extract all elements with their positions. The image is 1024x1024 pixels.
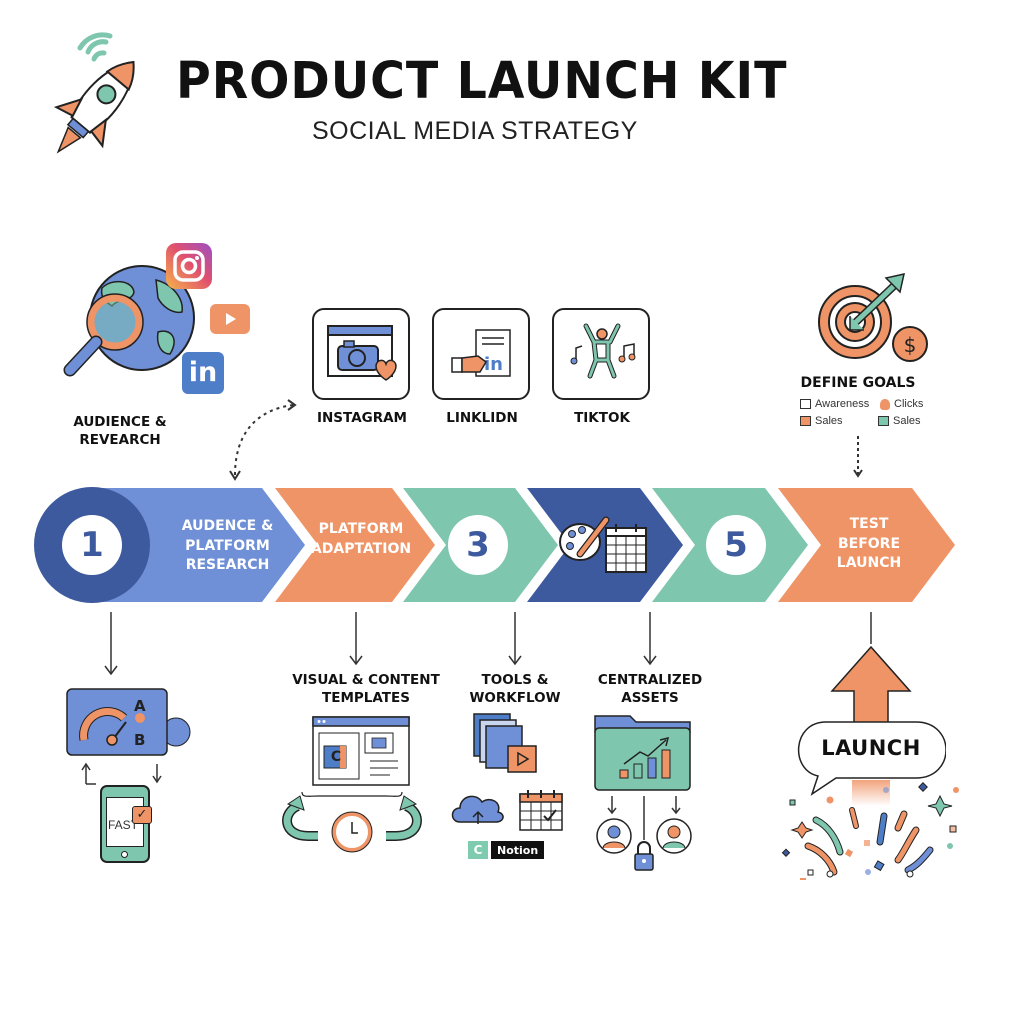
svg-text:in: in [484,354,503,375]
goal-text: Awareness [815,398,870,410]
platform-card-instagram[interactable] [312,308,410,400]
tools-label-line2: WORKFLOW [469,690,561,707]
youtube-icon[interactable] [210,304,250,334]
step-6-line2: BEFORE [837,535,901,552]
palette-calendar-icon[interactable] [556,512,656,578]
dotted-down-arrow [852,436,864,478]
research-label: AUDIENCE & REVEARCH [60,413,180,449]
page-title: PRODUCT LAUNCH KIT [176,52,788,111]
template-window-icon [312,716,412,788]
goal-item-sales-1: Sales [800,415,843,427]
step-1-line1: AUDENCE & [181,518,274,534]
step-3-number[interactable]: 3 [448,515,508,575]
step-1-line2: PLATFORM [185,537,270,554]
step-6-label[interactable]: TEST BEFORE LAUNCH [814,515,924,574]
checkmark-icon: ✓ [132,806,152,824]
dancer-music-icon [570,323,636,379]
rocket-logo-icon [40,32,155,167]
templates-label: VISUAL & CONTENT TEMPLATES [276,671,456,707]
arrows-layer [0,608,1024,678]
goal-text: Sales [893,415,921,427]
variant-b-label: B [134,731,146,749]
launch-label: LAUNCH [821,736,921,760]
platform-card-tiktok[interactable] [552,308,650,400]
folder-chart-icon [594,712,692,792]
basket-icon [878,416,889,426]
goal-item-awareness: Awareness [800,398,869,410]
handshake-linkedin-icon: in [451,329,511,377]
step-5-number[interactable]: 5 [706,515,766,575]
files-video-icon [472,712,538,774]
goal-item-sales-2: Sales [878,415,921,427]
calendar-check-icon [518,788,564,832]
chevron-step-6 [778,488,955,602]
step-1-label[interactable]: AUDENCE & PLATFORM RESEARCH [170,517,285,576]
page-subtitle: SOCIAL MEDIA STRATEGY [312,117,638,145]
variant-a-label: A [134,697,146,715]
notion-badge[interactable]: C Notion [468,841,545,859]
assets-label-line1: CENTRALIZED [597,672,703,688]
tools-label-line1: TOOLS & [481,672,549,688]
share-users-icon [594,792,698,878]
ab-test-panel [66,688,192,760]
launch-button[interactable]: LAUNCH [796,720,946,796]
assets-label: CENTRALIZED ASSETS [588,671,712,707]
platform-label-linkedin: LINKLIDN [446,410,518,426]
linkedin-icon[interactable]: in [182,352,224,394]
cloud-upload-icon [448,788,508,828]
goal-item-clicks: Clicks [880,398,923,410]
step-1-line3: RESEARCH [185,557,270,574]
step-1-number[interactable]: 1 [62,515,122,575]
launch-trail [852,780,890,806]
svg-text:$: $ [904,333,917,357]
confetti-icon [780,780,960,883]
step-2-line2: ADAPTATION [310,540,412,557]
tools-label: TOOLS & WORKFLOW [455,671,575,707]
research-label-line2: REVEARCH [79,432,161,449]
cart-icon [800,416,811,426]
research-label-line1: AUDIENCE & [73,414,167,430]
step-2-label[interactable]: PLATFORM ADAPTATION [305,520,417,559]
templates-label-line1: VISUAL & CONTENT [292,672,440,688]
magnifier-icon [60,290,150,385]
notion-c-icon: C [468,841,488,859]
platform-label-instagram: INSTAGRAM [316,410,407,426]
platform-label-tiktok: TIKTOK [574,410,630,426]
goal-text: Clicks [894,398,924,410]
template-badge: C [330,749,342,765]
goals-label: DEFINE GOALS [800,375,916,391]
phone-text: FAST [108,818,139,832]
calendar-icon [800,399,811,409]
templates-label-line2: TEMPLATES [322,690,410,707]
chevron-step-1 [90,488,305,602]
dotted-connector-arrow [225,395,305,485]
assets-label-line2: ASSETS [621,690,679,707]
feedback-arrows [80,760,170,790]
step-6-line3: LAUNCH [836,555,902,572]
launch-arrow-icon [830,645,912,726]
hand-icon [880,398,890,410]
platform-card-linkedin[interactable]: in [432,308,530,400]
process-band [0,486,1024,604]
instagram-icon[interactable] [166,243,212,289]
step-6-line1: TEST [849,516,889,532]
step-2-line1: PLATFORM [318,521,404,537]
target-goal-icon: $ [810,272,935,372]
cycle-clock-icon [278,788,426,854]
goal-text: Sales [815,415,843,427]
chevron-step-2 [275,488,435,602]
camera-heart-icon [327,325,397,381]
notion-label: Notion [491,841,545,859]
